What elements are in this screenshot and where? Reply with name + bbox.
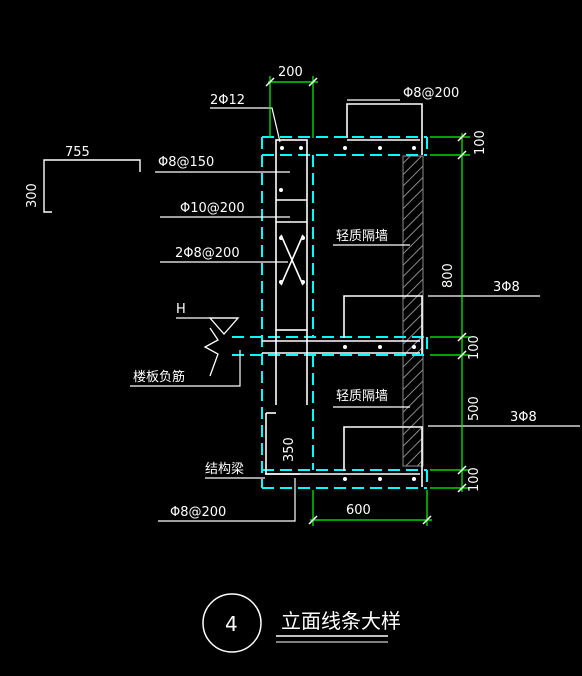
level-symbol [176,317,240,377]
rebar-label-phi8-200-bottom: Φ8@200 [170,505,226,520]
dimension-ticks [265,77,467,525]
dim-100-bottom: 100 [467,467,482,492]
rebar-label-3phi8-upper: 3Φ8 [493,280,520,295]
slab-negative-rebar-label: 楼板负筋 [133,369,185,385]
leader-lines [130,99,580,522]
rebar-label-3phi8-lower: 3Φ8 [510,410,537,425]
wall-label-upper: 轻质隔墙 [336,229,388,244]
dim-755: 755 [65,145,90,160]
dim-300: 300 [25,183,40,208]
edge-bar-shape [43,159,141,213]
rebar-label-2phi12: 2Φ12 [210,93,245,108]
rebar-lines [262,103,423,487]
dim-100-top: 100 [473,130,488,155]
dim-600: 600 [346,503,371,518]
level-h-label: H [176,302,186,317]
rebar-dots [279,146,416,481]
rebar-label-phi8-150: Φ8@150 [158,155,214,170]
dim-500: 500 [467,396,482,421]
dim-350: 350 [282,437,297,462]
detail-title-block: 4 立面线条大样 [202,593,401,653]
rebar-label-phi8-200-top: Φ8@200 [403,86,459,101]
concrete-outline [232,136,428,489]
rebar-label-phi10-200: Φ10@200 [180,201,245,216]
dim-100-middle: 100 [467,335,482,360]
structural-beam-label: 结构梁 [205,462,244,477]
detail-number-circle [202,593,262,653]
dim-top-width: 200 [278,65,303,80]
partition-wall-hatch [402,155,424,467]
wall-label-lower: 轻质隔墙 [336,389,388,404]
detail-title: 立面线条大样 [281,609,401,633]
dim-800: 800 [441,263,456,288]
rebar-label-2phi8-200: 2Φ8@200 [175,246,240,261]
detail-number: 4 [225,612,238,636]
